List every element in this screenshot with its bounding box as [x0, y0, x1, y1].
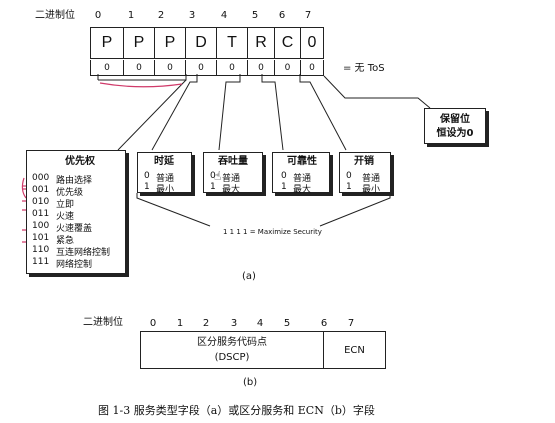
bit-number: 1: [176, 318, 184, 329]
maximize-security-label: 1 1 1 1 = Maximize Security: [223, 228, 322, 236]
bit-cell-zero: 0: [300, 27, 324, 59]
bit-cell-d: D: [185, 27, 217, 59]
cursor-icon: ☝: [214, 169, 222, 183]
bit-number: 7: [304, 10, 312, 21]
bit-number: 3: [230, 318, 238, 329]
bit-number: 4: [256, 318, 264, 329]
no-tos-label: = 无 ToS: [343, 63, 385, 74]
bit-number: 3: [188, 10, 196, 21]
bit-number: 6: [320, 318, 328, 329]
reliability-title: 可靠性: [287, 156, 317, 167]
bit-numbers-b: 0 1 2 3 4 5 6 7: [143, 318, 393, 332]
zero-cell: 0: [247, 60, 275, 76]
dscp-line2: (DSCP): [214, 352, 250, 363]
bit-number: 4: [220, 10, 228, 21]
delay-title: 时延: [154, 156, 174, 167]
dscp-field: 区分服务代码点 (DSCP): [140, 331, 324, 369]
bit-number: 6: [278, 10, 286, 21]
zero-cell: 0: [185, 60, 217, 76]
zero-cell: 0: [123, 60, 155, 76]
bit-number: 5: [283, 318, 291, 329]
caption-b: (b): [243, 377, 258, 388]
caption-a: (a): [242, 271, 256, 282]
zero-cell: 0: [90, 60, 124, 76]
bit-number: 2: [202, 318, 210, 329]
bit-number: 0: [149, 318, 157, 329]
reserved-line2: 恒设为0: [436, 128, 474, 139]
bit-cell-p: P: [90, 27, 124, 59]
binary-label-b: 二进制位: [83, 317, 123, 328]
bit-cell-c: C: [274, 27, 301, 59]
bit-cell-r: R: [247, 27, 275, 59]
bit-numbers-a: 0 1 2 3 4 5 6 7: [88, 10, 328, 24]
bit-number: 7: [347, 318, 355, 329]
dscp-line1: 区分服务代码点: [197, 337, 267, 348]
priority-title: 优先权: [65, 156, 95, 167]
zero-cell: 0: [216, 60, 248, 76]
zero-cell: 0: [274, 60, 301, 76]
bit-number: 2: [157, 10, 165, 21]
zero-cell: 0: [300, 60, 324, 76]
throughput-title: 吞吐量: [218, 156, 248, 167]
bit-cell-p: P: [123, 27, 155, 59]
bit-number: 0: [94, 10, 102, 21]
reserved-box: 保留位 恒设为0: [424, 108, 486, 144]
bit-number: 5: [251, 10, 259, 21]
bit-cell-p: P: [154, 27, 186, 59]
figure-caption: 图 1-3 服务类型字段（a）或区分服务和 ECN（b）字段: [98, 404, 375, 417]
binary-label-a: 二进制位: [35, 10, 75, 21]
bit-number: 1: [127, 10, 135, 21]
reserved-line1: 保留位: [440, 114, 470, 125]
bit-cell-t: T: [216, 27, 248, 59]
ecn-field: ECN: [323, 331, 386, 369]
cost-title: 开销: [354, 156, 374, 167]
zero-cell: 0: [154, 60, 186, 76]
